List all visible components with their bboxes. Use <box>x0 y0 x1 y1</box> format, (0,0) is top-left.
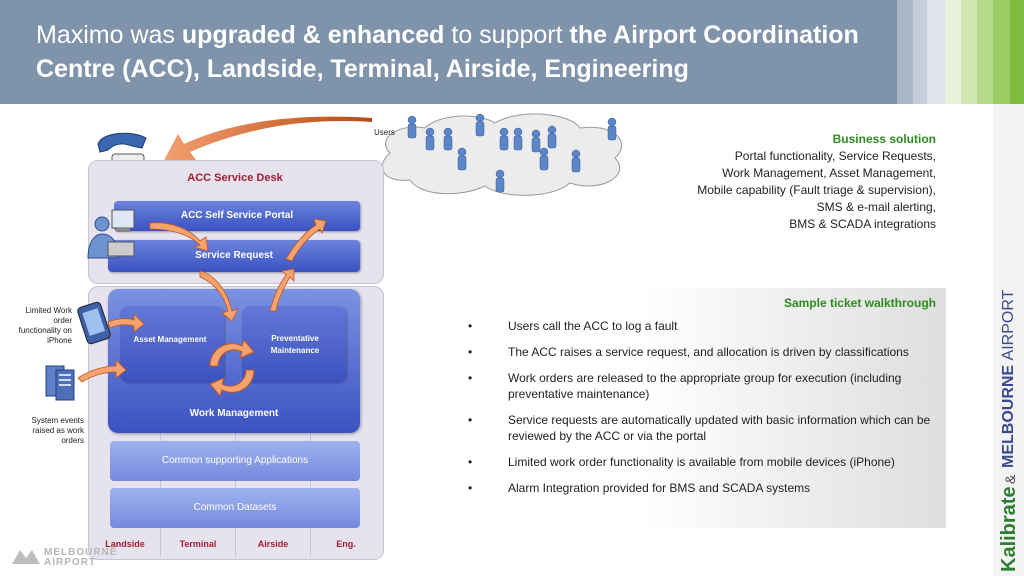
flow-arrows <box>149 218 327 322</box>
user-icon <box>607 117 617 141</box>
work-management-label: Work Management <box>189 408 279 419</box>
user-icon <box>539 147 549 171</box>
walkthrough-shade <box>640 288 946 528</box>
bullet-icon: • <box>468 319 473 333</box>
input-arrows <box>77 313 145 383</box>
arrow-icon <box>77 359 127 383</box>
preventative-maintenance-label: Preventative Maintenance <box>270 334 320 355</box>
melbourne-logo: MELBOURNE AIRPORT <box>1000 289 1017 468</box>
users-label: Users <box>374 128 395 137</box>
user-icon <box>495 169 505 193</box>
cloud-shape <box>381 113 623 196</box>
column-label-landside: Landside <box>105 539 145 549</box>
bullet-icon: • <box>468 345 473 359</box>
walkthrough-heading: Sample ticket walkthrough <box>783 296 936 310</box>
user-icons <box>407 113 617 193</box>
users-cloud <box>381 113 623 196</box>
arrow-icon <box>199 270 239 322</box>
list-item: •The ACC raises a service request, and a… <box>468 345 909 359</box>
user-icon <box>457 147 467 171</box>
common-datasets-bar: Common Datasets <box>110 488 360 528</box>
list-item: •Alarm Integration provided for BMS and … <box>468 481 811 495</box>
user-icon <box>425 127 435 151</box>
operator-icon <box>87 209 135 259</box>
bullet-icon: • <box>468 371 473 385</box>
header-stripe <box>927 0 945 104</box>
common-apps-bar: Common supporting Applications <box>110 441 360 481</box>
arrow-icon <box>149 222 209 252</box>
service-request-bar: Service Request <box>108 240 360 272</box>
business-solution-line: SMS & e-mail alerting, <box>816 200 936 214</box>
asset-management-label: Asset Management <box>133 335 207 344</box>
right-margin <box>993 104 1024 576</box>
header-stripe <box>913 0 927 104</box>
business-solution-lines: Portal functionality, Service Requests, … <box>600 148 936 233</box>
iphone-icon <box>77 301 111 345</box>
list-item: •Work orders are released to the appropr… <box>468 371 902 401</box>
ampersand-text: & <box>1002 474 1018 484</box>
header-stripe <box>993 0 1010 104</box>
business-solution-line: Work Management, Asset Management, <box>722 166 936 180</box>
note-mobile: Limited Work order functionality on iPho… <box>18 306 72 345</box>
bullet-icon: • <box>468 481 473 495</box>
arrow-icon <box>107 313 145 333</box>
preventative-maintenance-box <box>242 306 346 382</box>
header-banner <box>0 0 897 104</box>
header-stripe <box>1010 0 1024 104</box>
business-solution-heading: Business solution <box>832 132 936 146</box>
user-icon <box>513 127 523 151</box>
user-icon <box>443 127 453 151</box>
list-item: •Users call the ACC to log a fault <box>468 319 678 333</box>
user-icon <box>499 127 509 151</box>
user-icon <box>571 149 581 173</box>
list-item: •Limited work order functionality is ava… <box>468 455 895 469</box>
server-icon <box>45 365 75 401</box>
bullet-icon: • <box>468 455 473 469</box>
call-arrow <box>162 116 372 164</box>
page-title: Maximo was upgraded & enhanced to suppor… <box>36 21 859 83</box>
walkthrough-list: •Users call the ACC to log a fault •The … <box>468 318 946 506</box>
header-stripe <box>977 0 993 104</box>
service-desk-title: ACC Service Desk <box>187 172 283 184</box>
arrow-icon <box>162 116 372 164</box>
column-label-airside: Airside <box>257 539 289 549</box>
header-stripe <box>897 0 913 104</box>
note-system: System events raised as work orders <box>31 416 84 445</box>
business-solution-line: Mobile capability (Fault triage & superv… <box>697 183 936 197</box>
column-label-terminal: Terminal <box>179 539 217 549</box>
user-icon <box>475 113 485 137</box>
header-stripe <box>945 0 961 104</box>
list-item: •Service requests are automatically upda… <box>468 413 931 443</box>
business-solution-line: BMS & SCADA integrations <box>789 217 936 231</box>
business-solution-line: Portal functionality, Service Requests, <box>734 149 936 163</box>
user-icon <box>531 129 541 153</box>
arrow-icon <box>285 218 327 262</box>
header-stripe <box>961 0 977 104</box>
bullet-icon: • <box>468 413 473 427</box>
user-icon <box>547 125 557 149</box>
melbourne-airport-logo-text: MELBOURNE AIRPORT <box>44 547 118 568</box>
column-label-eng: Eng. <box>336 539 356 549</box>
melbourne-airport-logo-icon <box>12 550 40 564</box>
user-icon <box>407 115 417 139</box>
kalibrate-logo: Kalibrate <box>998 486 1020 572</box>
cycle-arrows-icon <box>209 338 255 398</box>
arrow-icon <box>269 268 295 312</box>
